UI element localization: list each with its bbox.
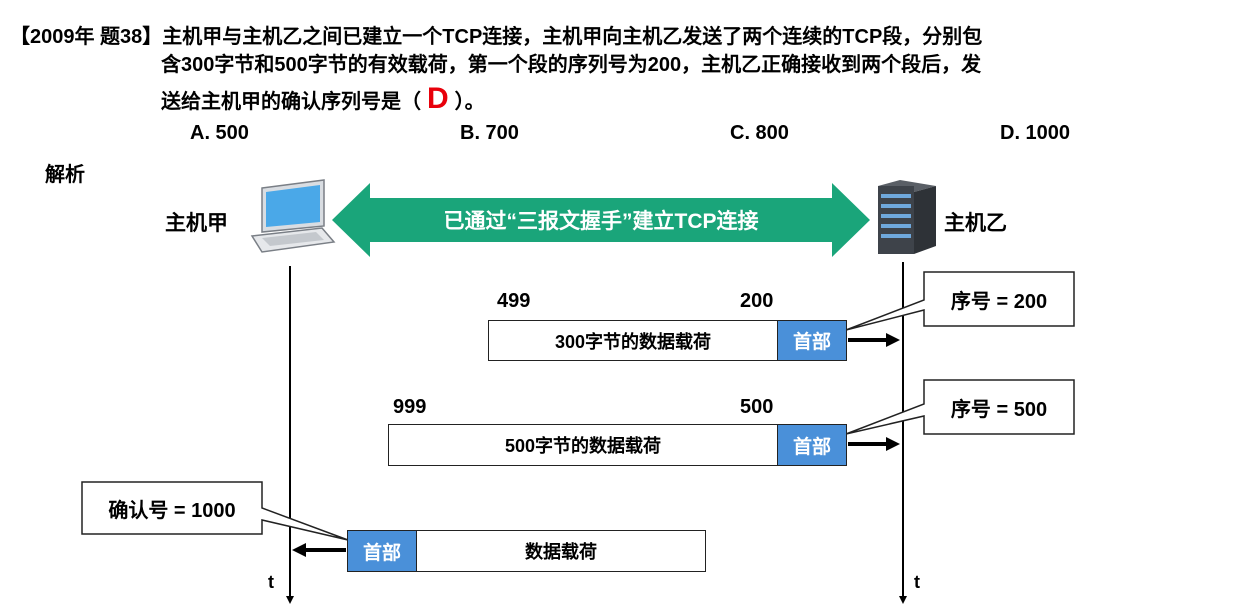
ack-header: 首部 [347, 530, 417, 572]
host-b-timeline-arrowhead [899, 596, 907, 604]
host-a-time-label: t [268, 572, 274, 592]
option-d: D. 1000 [1000, 122, 1071, 144]
connection-label: 已通过“三报文握手”建立TCP连接 [443, 210, 759, 233]
connection-double-arrow [332, 183, 870, 257]
callout-seq-200 [845, 271, 1075, 331]
callout-seq-200-text: 序号 = 200 [950, 290, 1048, 313]
question-line-1: 【2009年 题38】主机甲与主机乙之间已建立一个TCP连接，主机甲向主机乙发送… [10, 26, 983, 48]
option-c: C. 800 [730, 122, 789, 144]
segment-1-start-number: 200 [740, 290, 774, 312]
analysis-label: 解析 [45, 164, 85, 186]
laptop-icon [250, 179, 336, 253]
question-line-2: 含300字节和500字节的有效载荷，第一个段的序列号为200，主机乙正确接收到两… [161, 54, 982, 76]
option-b: B. 700 [460, 122, 519, 144]
option-a: A. 500 [190, 122, 249, 144]
question-line-3-prefix: 送给主机甲的确认序列号是（ [161, 90, 421, 113]
callout-seq-500-text: 序号 = 500 [950, 398, 1048, 421]
segment-2-end-number: 999 [393, 396, 427, 418]
host-b-time-label: t [914, 572, 920, 592]
server-icon [878, 180, 936, 254]
host-b-label: 主机乙 [944, 212, 1007, 235]
host-a-label: 主机甲 [165, 212, 228, 235]
segment-1-header: 首部 [777, 320, 847, 361]
segment-1-end-number: 499 [497, 290, 531, 312]
question-line-3: 送给主机甲的确认序列号是（ D ）。 [161, 82, 485, 116]
callout-ack-1000-text: 确认号 = 1000 [108, 499, 236, 522]
callout-ack-1000 [81, 481, 349, 541]
segment-1-payload: 300字节的数据载荷 [488, 320, 778, 361]
segment-2-header: 首部 [777, 424, 847, 466]
callout-seq-500 [845, 379, 1075, 435]
segment-2-start-number: 500 [740, 396, 774, 418]
question-line-3-suffix: ）。 [454, 90, 485, 113]
ack-payload: 数据载荷 [416, 530, 706, 572]
answer-mark: D [427, 82, 449, 115]
host-a-timeline-arrowhead [286, 596, 294, 604]
segment-2-payload: 500字节的数据载荷 [388, 424, 778, 466]
